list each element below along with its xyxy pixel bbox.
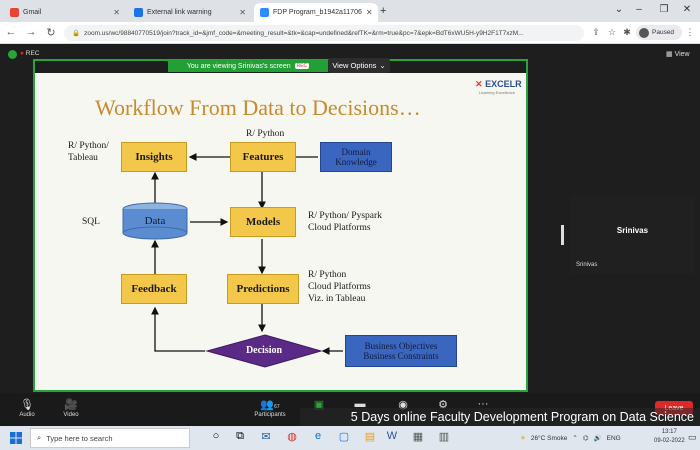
- lock-icon: 🔒: [72, 30, 81, 37]
- apps-button[interactable]: ⚙: [428, 398, 458, 412]
- network-icon[interactable]: ⌬: [582, 435, 589, 442]
- menu-icon[interactable]: ⋮: [685, 27, 695, 37]
- audio-button[interactable]: 🎙 Audio: [12, 398, 42, 418]
- share-icon: ▣: [313, 399, 325, 411]
- decision-diamond-label: Decision: [245, 345, 283, 356]
- reload-button[interactable]: ↻: [46, 27, 56, 39]
- close-icon[interactable]: ✕: [239, 8, 246, 17]
- tab-zoom[interactable]: FDP Program_b1942a11706 ✕: [254, 3, 378, 22]
- tab-gmail[interactable]: Gmail ✕: [4, 3, 126, 22]
- tab-external-link[interactable]: External link warning ✕: [128, 3, 252, 22]
- insights-box: Insights: [121, 142, 187, 172]
- more-button[interactable]: ···: [468, 398, 498, 412]
- back-button[interactable]: ←: [5, 26, 17, 38]
- folder-icon[interactable]: ▤: [364, 431, 376, 443]
- close-icon[interactable]: ✕: [365, 8, 373, 17]
- predictions-tools-note: R/ Python Cloud Platforms Viz. in Tablea…: [308, 270, 371, 304]
- forward-button[interactable]: →: [25, 26, 37, 38]
- rec-badge: REC: [294, 63, 310, 69]
- participant-video-tile[interactable]: [570, 196, 695, 274]
- mail-icon[interactable]: ✉: [261, 431, 271, 443]
- page-icon: [134, 8, 143, 17]
- chevron-down-icon: ⌄: [379, 61, 386, 70]
- resize-handle[interactable]: [561, 225, 564, 245]
- app-icon[interactable]: ▦: [412, 431, 424, 443]
- feedback-box: Feedback: [121, 274, 187, 304]
- excelr-logo: ✕ EXCELR: [475, 79, 522, 89]
- system-tray: ☀ 26°C Smoke ⌃ ⌬ 🔊 ENG: [520, 434, 621, 443]
- video-button[interactable]: 🎥 Video: [56, 398, 86, 418]
- predictions-box: Predictions: [227, 274, 299, 304]
- task-view-icon[interactable]: ⧉: [236, 430, 244, 442]
- features-box: Features: [230, 142, 296, 172]
- people-icon: 👥67: [260, 399, 280, 411]
- share-icon[interactable]: ⇪: [592, 27, 600, 37]
- recording-indicator: ● REC: [20, 50, 40, 57]
- participants-button[interactable]: 👥67 Participants: [250, 398, 290, 418]
- app-icon[interactable]: ▥: [438, 431, 450, 443]
- more-icon: ···: [477, 398, 489, 410]
- share-banner: You are viewing Srinivas's screen REC: [168, 60, 328, 72]
- gmail-icon: [10, 8, 19, 17]
- gear-icon: ⚙: [438, 399, 448, 411]
- security-icon: [8, 50, 17, 59]
- business-objectives-box: Business Objectives Business Constraints: [345, 335, 457, 367]
- new-tab-button[interactable]: +: [380, 5, 387, 17]
- volume-icon[interactable]: 🔊: [593, 435, 602, 442]
- camera-icon: 🎥: [64, 399, 78, 411]
- maximize-button[interactable]: ❐: [659, 4, 669, 15]
- word-icon[interactable]: W: [386, 430, 398, 442]
- features-tools-note: R/ Python: [246, 129, 285, 139]
- avatar: [639, 27, 649, 38]
- notifications-icon[interactable]: ▭: [688, 432, 697, 442]
- star-icon[interactable]: ☆: [607, 27, 617, 37]
- shared-slide: Workflow From Data to Decisions… ✕ EXCEL…: [35, 73, 526, 390]
- weather-icon: ☀: [520, 435, 526, 442]
- microphone-icon: 🎙: [20, 399, 34, 411]
- models-tools-note: R/ Python/ Pyspark Cloud Platforms: [308, 211, 382, 233]
- minimize-button[interactable]: –: [636, 4, 642, 15]
- profile-button[interactable]: Paused: [636, 25, 682, 40]
- taskbar-clock[interactable]: 13:17 09-02-2022: [654, 429, 685, 444]
- participant-label: Srinivas: [576, 262, 598, 268]
- extensions-icon[interactable]: ✱: [623, 27, 631, 37]
- search-icon: ⌕: [37, 433, 42, 442]
- close-icon[interactable]: ✕: [113, 8, 120, 17]
- chat-button[interactable]: ▬: [345, 398, 375, 412]
- chat-icon: ▬: [354, 398, 366, 410]
- chevron-up-icon[interactable]: ⌃: [572, 435, 578, 442]
- data-cylinder-label: Data: [144, 215, 166, 227]
- edge-icon[interactable]: e: [314, 430, 322, 442]
- insights-tools-note: R/ Python/ Tableau: [68, 141, 109, 163]
- cortana-icon[interactable]: ○: [212, 430, 220, 442]
- address-bar[interactable]: 🔒 zoom.us/wc/98840770519/join?track_id=&…: [64, 25, 584, 41]
- chrome-icon[interactable]: ◍: [287, 431, 297, 443]
- record-button[interactable]: ◉: [388, 398, 418, 412]
- close-window-button[interactable]: ✕: [682, 4, 692, 15]
- models-box: Models: [230, 207, 296, 237]
- windows-start-icon[interactable]: [10, 432, 22, 444]
- zoom-app-icon[interactable]: ▢: [338, 431, 350, 443]
- sql-note: SQL: [82, 217, 100, 227]
- slide-title: Workflow From Data to Decisions…: [95, 95, 421, 120]
- share-screen-button[interactable]: ▣: [304, 398, 334, 412]
- view-button[interactable]: ▦ View: [666, 51, 690, 58]
- video-caption: 5 Days online Faculty Development Progra…: [300, 408, 700, 426]
- taskbar-search-input[interactable]: ⌕ Type here to search: [30, 428, 190, 448]
- view-options-button[interactable]: View Options ⌄: [328, 58, 390, 73]
- participant-name: Srinivas: [616, 226, 649, 235]
- zoom-icon: [260, 8, 269, 17]
- record-icon: ◉: [398, 399, 408, 411]
- chevron-down-icon[interactable]: ⌄: [614, 4, 624, 15]
- logo-tagline: Learning Excellence: [479, 90, 516, 95]
- domain-knowledge-box: Domain Knowledge: [320, 142, 392, 172]
